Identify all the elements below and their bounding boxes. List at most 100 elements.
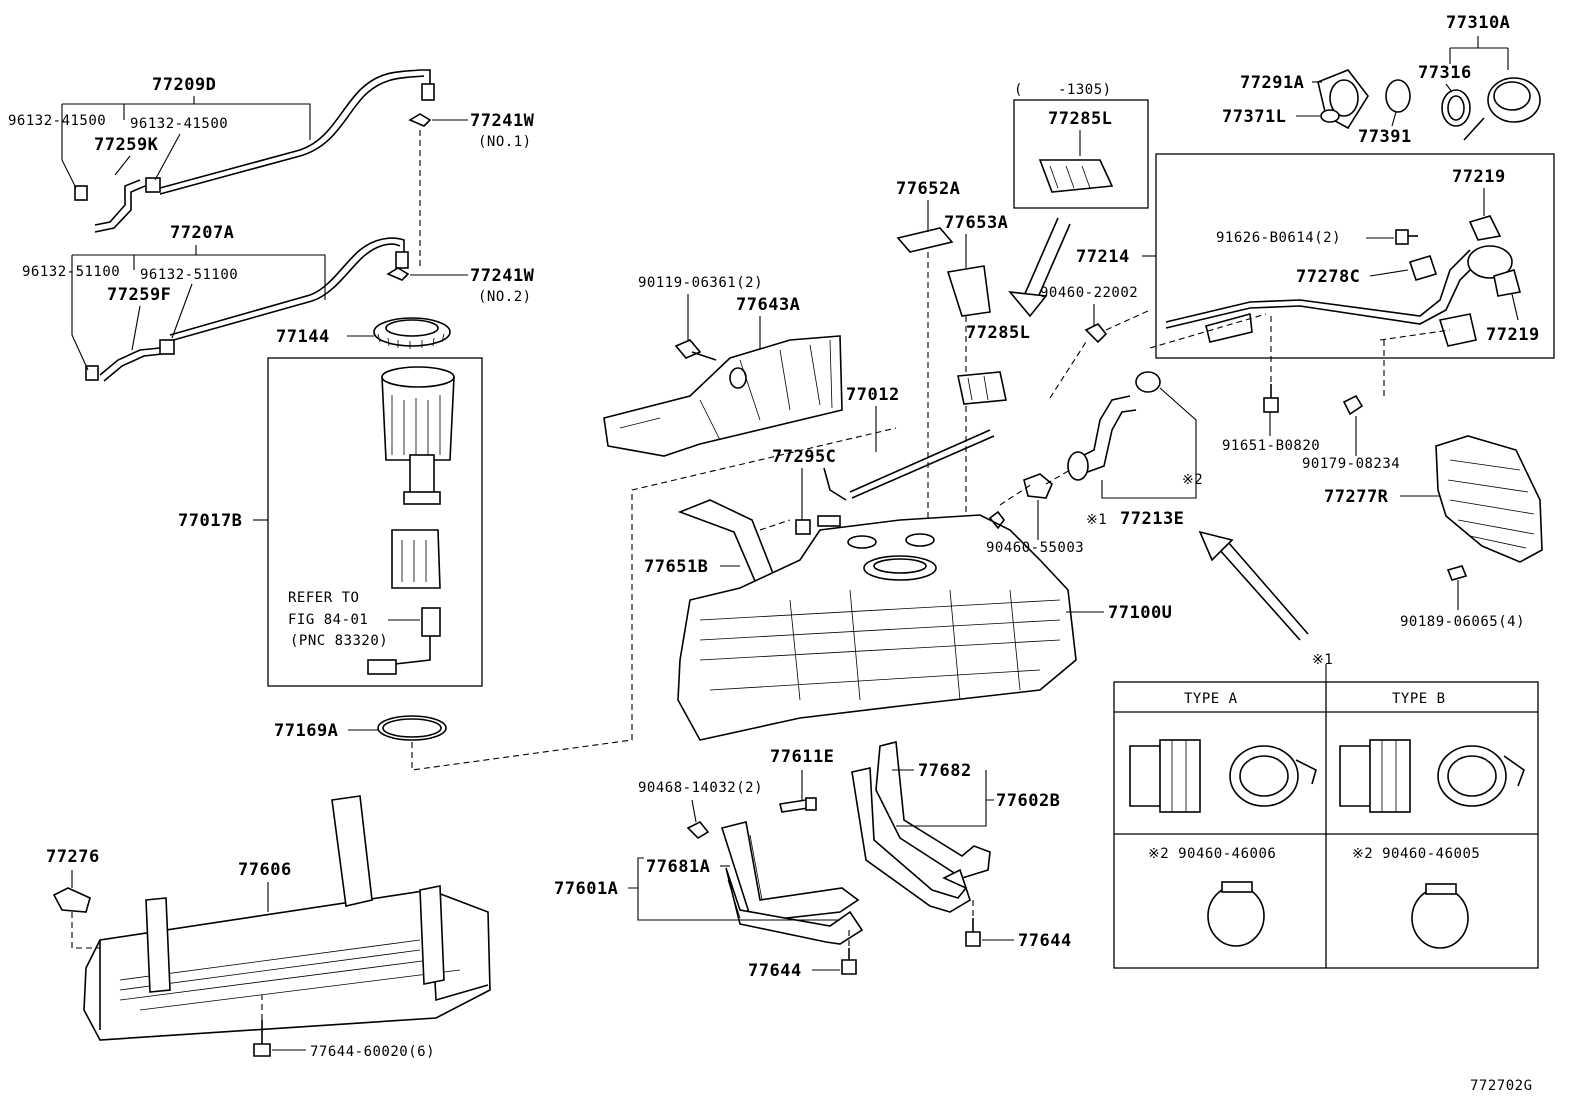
filler-pipe-77214 xyxy=(1165,245,1513,347)
label-77012: 77012 xyxy=(846,385,900,405)
type-a-header: TYPE A xyxy=(1184,691,1238,707)
tank-protector-77606 xyxy=(83,795,491,1041)
retainer-ring-77144 xyxy=(373,317,451,349)
bolt-77644-60020 xyxy=(253,1020,271,1057)
clip-77241W-no2 xyxy=(386,267,410,281)
mark-note-2: ※2 xyxy=(1182,472,1203,488)
label-91651-B0820: 91651-B0820 xyxy=(1222,438,1320,454)
label-77644-b: 77644 xyxy=(1018,931,1072,951)
type-table xyxy=(1113,681,1539,969)
label-no1: (NO.1) xyxy=(478,134,532,150)
label-77316: 77316 xyxy=(1418,63,1472,83)
label-77652A: 77652A xyxy=(896,179,960,199)
refer-line-1: REFER TO xyxy=(288,590,359,606)
fuel-pump-assembly-77017B xyxy=(381,366,455,505)
label-96132-41500-a: 96132-41500 xyxy=(8,113,106,129)
nut-90179-08234 xyxy=(1342,394,1364,416)
label-77259F: 77259F xyxy=(107,285,171,305)
label-90119-06361: 90119-06361(2) xyxy=(638,275,763,291)
label-77681A: 77681A xyxy=(646,857,710,877)
fuel-pump-box xyxy=(267,357,483,687)
label-77601A: 77601A xyxy=(554,879,618,899)
label-77295C: 77295C xyxy=(772,447,836,467)
label-77291A: 77291A xyxy=(1240,73,1304,93)
label-77391: 77391 xyxy=(1358,127,1412,147)
label-77100U: 77100U xyxy=(1108,603,1172,623)
label-77643A: 77643A xyxy=(736,295,800,315)
filler-hose-77213E xyxy=(1067,371,1161,481)
gasket-77169A xyxy=(377,715,447,741)
label-77259K: 77259K xyxy=(94,135,159,155)
vapor-hose-no1-assembly xyxy=(74,69,435,233)
pipe-77012 xyxy=(849,429,995,499)
protector-77219-b xyxy=(1493,268,1522,297)
ring-77391 xyxy=(1385,79,1411,113)
supersede-arrow xyxy=(1008,290,1048,318)
label-90460-22002: 90460-22002 xyxy=(1040,285,1138,301)
screw-90189-06065 xyxy=(1446,565,1468,581)
label-77219-a: 77219 xyxy=(1452,167,1506,187)
tank-band-77681A xyxy=(720,821,864,945)
label-96132-51100-a: 96132-51100 xyxy=(22,264,120,280)
clip-77241W-no1 xyxy=(408,113,432,127)
cushion-77652A xyxy=(896,227,954,253)
footer-code: 772702G xyxy=(1470,1078,1533,1094)
fuel-tank-77100U xyxy=(677,510,1077,741)
clamp-90460-55003 xyxy=(1023,473,1053,499)
filler-protector-77277R xyxy=(1435,435,1543,563)
label-no2: (NO.2) xyxy=(478,289,532,305)
date-range-box xyxy=(1013,99,1149,209)
bolt-77611E xyxy=(779,797,817,813)
type-a-connector xyxy=(1129,739,1317,813)
clamp-b-label: ※2 90460-46005 xyxy=(1352,846,1480,862)
label-77277R: 77277R xyxy=(1324,487,1389,507)
type-arrow xyxy=(1198,530,1234,562)
mark-note-1: ※1 xyxy=(1086,512,1107,528)
clamp-77278C xyxy=(1408,255,1438,281)
label-77209D: 77209D xyxy=(152,75,216,95)
heat-insulator-77643A xyxy=(603,335,843,457)
clip-90468 xyxy=(686,820,710,840)
range-open: ( xyxy=(1014,82,1023,98)
label-77285L: 77285L xyxy=(966,323,1030,343)
tube-77295C xyxy=(795,467,847,535)
label-77278C: 77278C xyxy=(1296,267,1360,287)
mark-arrow-1: ※1 xyxy=(1312,652,1333,668)
type-b-header: TYPE B xyxy=(1392,691,1446,707)
label-77169A: 77169A xyxy=(274,721,338,741)
label-90468-14032: 90468-14032(2) xyxy=(638,780,763,796)
bolt-91626-B0614 xyxy=(1395,229,1418,245)
type-b-connector xyxy=(1339,739,1525,813)
refer-line-2: FIG 84-01 xyxy=(288,612,368,628)
label-77653A: 77653A xyxy=(944,213,1008,233)
label-77276: 77276 xyxy=(46,847,100,867)
ring-77371L xyxy=(1320,109,1340,123)
fuel-cap-77310A xyxy=(1463,77,1541,141)
label-77602B: 77602B xyxy=(996,791,1060,811)
label-77644-60020: 77644-60020(6) xyxy=(310,1044,435,1060)
clamp-90460-46005 xyxy=(1411,883,1469,949)
label-77213E: 77213E xyxy=(1120,509,1184,529)
label-77219-b: 77219 xyxy=(1486,325,1540,345)
vapor-hose-no2-assembly xyxy=(85,237,409,382)
label-90179-08234: 90179-08234 xyxy=(1302,456,1400,472)
range-end: -1305) xyxy=(1058,82,1112,98)
clamp-77285L-old xyxy=(1038,159,1114,193)
label-77606: 77606 xyxy=(238,860,292,880)
refer-line-3: (PNC 83320) xyxy=(290,633,388,649)
clamp-77285L xyxy=(957,371,1007,405)
label-77241W-1: 77241W xyxy=(470,111,535,131)
protector-77219-a xyxy=(1468,215,1502,241)
label-77241W-2: 77241W xyxy=(470,266,535,286)
label-77017B: 77017B xyxy=(178,511,242,531)
label-77644-a: 77644 xyxy=(748,961,802,981)
label-96132-51100-b: 96132-51100 xyxy=(140,267,238,283)
label-77207A: 77207A xyxy=(170,223,234,243)
clamp-a-label: ※2 90460-46006 xyxy=(1148,846,1276,862)
clamp-90460-46006 xyxy=(1207,881,1265,947)
bracket-77276 xyxy=(52,887,91,913)
bolt-90119-06361 xyxy=(674,339,717,361)
clamp-90460-22002 xyxy=(1084,322,1108,344)
label-77682: 77682 xyxy=(918,761,972,781)
